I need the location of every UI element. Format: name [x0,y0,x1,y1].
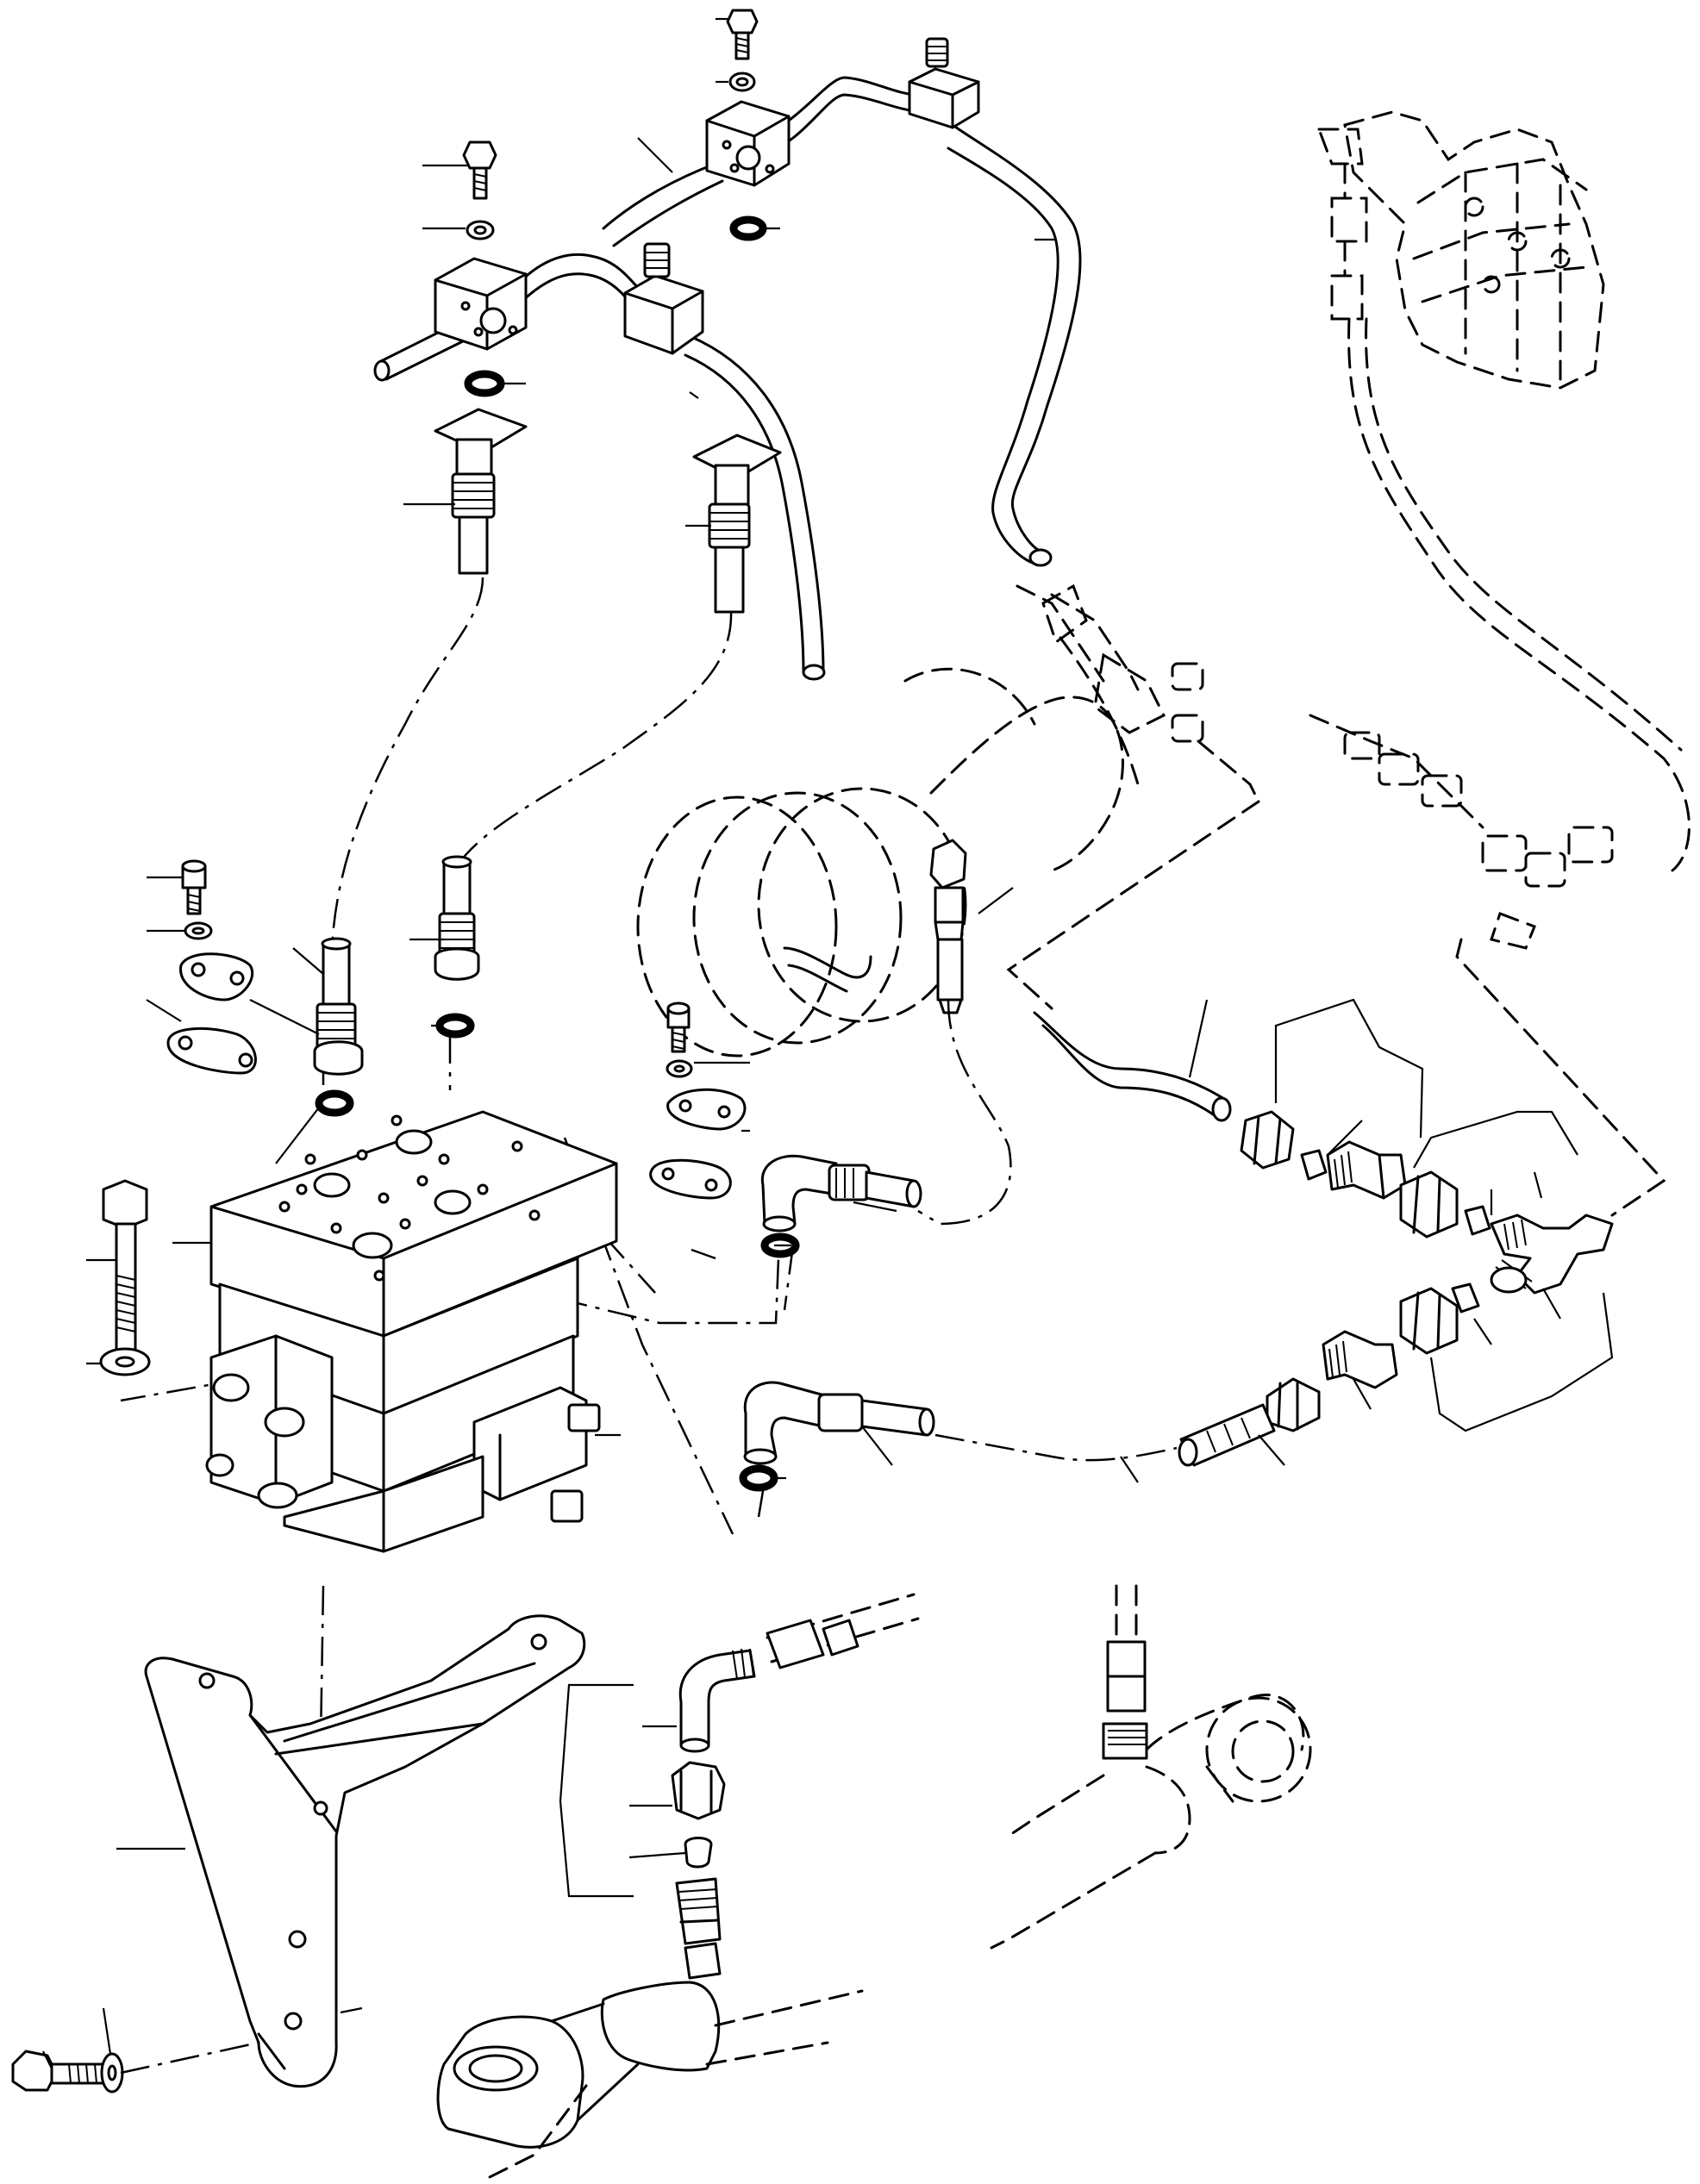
o-ring [729,215,767,241]
cap-screw [726,9,759,60]
reducer-union [675,1877,722,1945]
hose-fitting [692,434,782,614]
valve-block [205,1110,618,1553]
ferrule [1300,1149,1328,1181]
hose-fitting [1178,1377,1321,1467]
hidden-boundary-line [1006,800,1260,1010]
o-ring [435,1013,475,1039]
cap-screw [666,1002,691,1053]
o-ring [464,370,505,397]
tee-fitting [623,242,704,355]
hidden-pump-housing [636,584,1140,1058]
hidden-hose [766,1593,920,1669]
nut-fitting [1240,1110,1295,1170]
hose-fitting [434,408,528,575]
callout-leaders [42,17,1614,2069]
elbow-hose [743,1381,935,1465]
split-flange-clamp [666,1088,747,1131]
control-valve-bank [1316,110,1605,390]
mounting-bracket [144,1614,586,2088]
lock-washer [466,220,495,240]
flange-block [705,100,791,187]
hose-fitting [313,937,364,1076]
split-flange-clamp [166,1027,257,1075]
flat-washer [100,2052,124,2094]
lock-washer [666,1059,693,1078]
lock-washer [184,921,213,940]
split-flange-clamp [179,952,254,1002]
ferrule [1451,1282,1480,1314]
elbow-fitting [678,1648,756,1753]
hidden-fittings [1309,714,1614,950]
o-ring [760,1232,800,1258]
nut-fitting [1399,1170,1459,1239]
ferrule [684,1837,713,1869]
elbow-hose [760,1154,922,1232]
nut-fitting [1399,1287,1459,1355]
steering-cylinder [436,1942,864,2182]
flow-path-centerline [330,577,484,949]
lock-washer [728,72,756,92]
o-ring [315,1089,354,1117]
formed-tube [1033,1011,1232,1122]
steering-cylinder-hidden [990,1584,1312,1950]
union-connector [1322,1330,1398,1389]
flat-washer [99,1347,151,1376]
long-bolt [102,1179,148,1355]
o-ring [739,1464,778,1492]
cap-screw [181,859,207,915]
nut-fitting [671,1761,726,1820]
upper-tube-assembly-front [373,253,826,681]
hex-bolt [11,2050,109,2092]
cap-screw [462,140,497,200]
tee-connector [1490,1214,1614,1295]
hose-fitting [929,839,967,1014]
flange-block [434,257,528,351]
ferrule [1464,1205,1491,1236]
tee-fitting [908,37,980,129]
pressure-line-hidden [1347,317,1691,872]
split-flange-clamp [649,1158,732,1200]
hose-fitting [434,855,480,981]
upper-tube-assembly-rear [602,76,1082,567]
union-connector [1326,1140,1407,1200]
hidden-tee-fitting [1041,583,1260,803]
